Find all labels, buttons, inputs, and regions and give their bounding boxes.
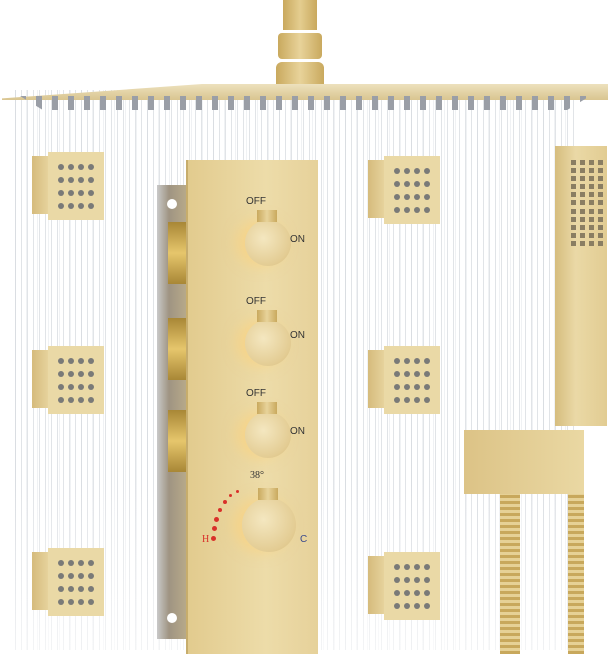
temp-dot (214, 517, 219, 522)
diverter-3-off-label: OFF (246, 388, 266, 399)
diverter-knob-1[interactable] (245, 210, 291, 266)
temp-dot (212, 526, 217, 531)
diverter-3-on-label: ON (290, 426, 305, 437)
valve-body (168, 410, 190, 472)
temp-dot (218, 508, 222, 512)
thermostat-temp-label: 38° (250, 470, 264, 481)
head-connector (276, 62, 324, 86)
cold-label: C (300, 534, 308, 545)
handheld-holder-outlet (464, 430, 584, 494)
thermostat-knob[interactable] (242, 488, 296, 552)
body-jet (368, 552, 440, 620)
hot-label: H (202, 534, 210, 545)
handheld-shower (555, 146, 607, 426)
temp-dot (229, 494, 232, 497)
arm-nut (278, 33, 322, 59)
shower-hose (500, 494, 520, 654)
body-jet (368, 346, 440, 414)
diverter-2-off-label: OFF (246, 296, 266, 307)
shower-hose (568, 494, 584, 654)
body-jet (32, 548, 104, 616)
body-jet (368, 156, 440, 224)
temp-dot (223, 500, 227, 504)
temp-dot (236, 490, 239, 493)
diverter-2-on-label: ON (290, 330, 305, 341)
body-jet (32, 346, 104, 414)
diverter-1-off-label: OFF (246, 196, 266, 207)
valve-body (168, 222, 190, 284)
diverter-1-on-label: ON (290, 234, 305, 245)
body-jet (32, 152, 104, 220)
diverter-knob-2[interactable] (245, 310, 291, 366)
valve-body (168, 318, 190, 380)
temp-dot (211, 536, 216, 541)
ceiling-arm (283, 0, 317, 30)
shower-nozzles (20, 96, 590, 110)
diverter-knob-3[interactable] (245, 402, 291, 458)
